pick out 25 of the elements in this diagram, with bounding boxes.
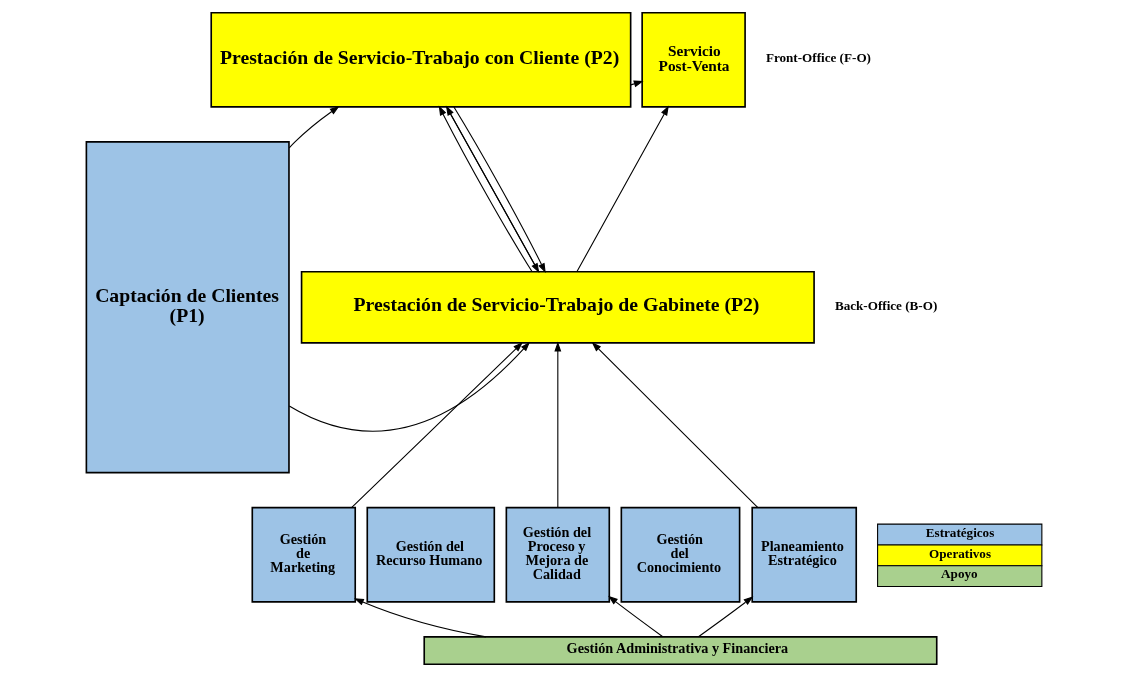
arrow xyxy=(288,341,531,432)
arrow xyxy=(630,80,644,88)
node-box: Servicio Post-Venta xyxy=(641,11,746,108)
arrow xyxy=(576,105,669,273)
arrow xyxy=(353,598,487,638)
node-box: Gestión Administrativa y Financiera xyxy=(423,636,938,666)
label: Front-Office (F-O) xyxy=(765,50,871,66)
legend-label: Apoyo xyxy=(941,566,978,582)
arrow xyxy=(554,341,562,509)
node-box: Prestación de Servicio-Trabajo con Cliente (P2) xyxy=(210,11,632,108)
arrow xyxy=(591,342,759,509)
arrow xyxy=(288,106,340,149)
node-box: Captación de Clientes (P1) xyxy=(85,141,290,474)
label: Back-Office (B-O) xyxy=(834,297,938,313)
node-box: Gestión del Proceso y Mejora de Calidad xyxy=(505,506,611,603)
node-box: Gestión de Marketing xyxy=(251,506,357,603)
arrow xyxy=(697,596,754,638)
node-box: Gestión del Recurso Humano xyxy=(366,506,496,603)
node-box: Prestación de Servicio-Trabajo de Gabinete (P2) xyxy=(300,270,815,344)
legend-label: Operativos xyxy=(929,545,992,561)
node-box: Gestión del Conocimiento xyxy=(620,506,741,603)
arrow xyxy=(351,342,523,509)
legend-label: Estratégicos xyxy=(925,524,995,540)
arrow xyxy=(608,595,664,638)
node-box: Planeamiento Estratégico xyxy=(751,506,858,603)
